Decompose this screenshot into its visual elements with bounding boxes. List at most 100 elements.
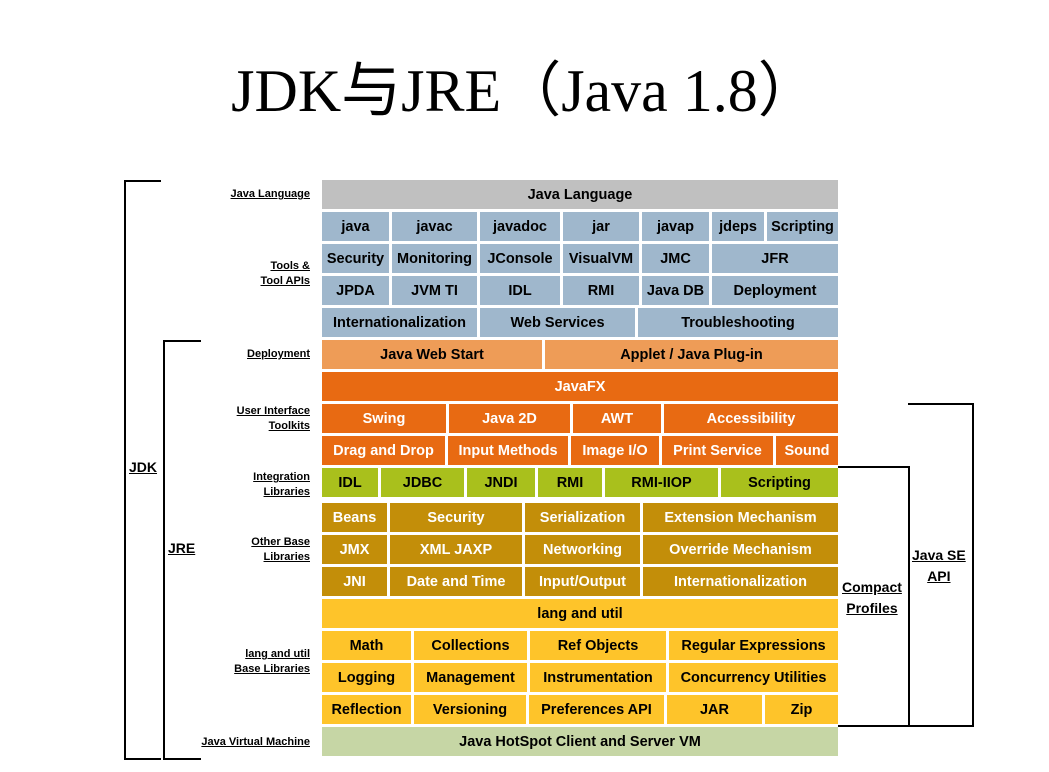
javase-bracket-bottom — [910, 725, 974, 727]
jre-bracket-bottom — [163, 758, 201, 760]
component-cell: Java HotSpot Client and Server VM — [322, 727, 838, 756]
label-deployment: Deployment — [247, 348, 310, 360]
component-cell: Applet / Java Plug-in — [545, 340, 838, 369]
label-integration-line1: Integration — [253, 471, 310, 483]
page-title: JDK与JRE（Java 1.8） — [231, 58, 818, 124]
label-integration-line2: Libraries — [263, 486, 310, 498]
label-integration: Integration Libraries — [253, 470, 310, 500]
component-cell: AWT — [573, 404, 661, 433]
component-cell: javap — [642, 212, 709, 241]
java-se-api-label: Java SE API — [912, 545, 966, 587]
label-ui-line1: User Interface — [236, 405, 310, 417]
component-cell: Preferences API — [529, 695, 664, 724]
javase-label-line2: API — [927, 568, 951, 584]
label-lang-line1: lang and util — [245, 648, 310, 660]
jdk-bracket-top — [124, 180, 161, 182]
component-cell: java — [322, 212, 389, 241]
component-cell: JVM TI — [392, 276, 477, 305]
compact-bracket-bottom — [838, 725, 910, 727]
component-cell: JavaFX — [322, 372, 838, 401]
component-cell: JConsole — [480, 244, 560, 273]
component-cell: Reflection — [322, 695, 411, 724]
component-cell: Ref Objects — [530, 631, 666, 660]
component-cell: Security — [322, 244, 389, 273]
component-cell: JAR — [667, 695, 762, 724]
compact-bracket-top — [838, 466, 910, 468]
compact-label-line1: Compact — [842, 579, 902, 595]
component-cell: Web Services — [480, 308, 635, 337]
component-cell: Image I/O — [571, 436, 659, 465]
label-user-interface: User Interface Toolkits — [237, 404, 310, 434]
component-cell: javadoc — [480, 212, 560, 241]
component-cell: Monitoring — [392, 244, 477, 273]
jdk-label: JDK — [129, 459, 158, 475]
component-cell: Swing — [322, 404, 446, 433]
component-cell: IDL — [480, 276, 560, 305]
component-cell: JPDA — [322, 276, 389, 305]
component-cell: RMI — [538, 468, 602, 497]
component-cell: Concurrency Utilities — [669, 663, 838, 692]
component-cell: Troubleshooting — [638, 308, 838, 337]
component-cell: Beans — [322, 503, 387, 532]
component-cell: Regular Expressions — [669, 631, 838, 660]
component-cell: jdeps — [712, 212, 764, 241]
component-cell: javac — [392, 212, 477, 241]
jdk-bracket-bottom — [124, 758, 161, 760]
compact-label-line2: Profiles — [846, 600, 898, 616]
component-cell: JDBC — [381, 468, 464, 497]
component-cell: Java DB — [642, 276, 709, 305]
component-cell: Java Language — [322, 180, 838, 209]
component-cell: lang and util — [322, 599, 838, 628]
component-cell: Override Mechanism — [643, 535, 838, 564]
component-cell: Deployment — [712, 276, 838, 305]
component-cell: Scripting — [767, 212, 838, 241]
component-cell: RMI-IIOP — [605, 468, 718, 497]
component-cell: Serialization — [525, 503, 640, 532]
label-other-line2: Libraries — [263, 551, 310, 563]
javase-label-line1: Java SE — [912, 547, 966, 563]
jre-bracket-top — [163, 340, 201, 342]
component-cell: JMC — [642, 244, 709, 273]
label-lang-util: lang and util Base Libraries — [234, 647, 310, 677]
label-tools: Tools & Tool APIs — [261, 259, 311, 289]
label-java-language: Java Language — [230, 188, 310, 200]
component-cell: Zip — [765, 695, 838, 724]
compact-profiles-label: Compact Profiles — [842, 577, 902, 619]
label-other-base: Other Base Libraries — [251, 535, 310, 565]
javase-bracket-vertical — [972, 403, 974, 727]
component-cell: JNI — [322, 567, 387, 596]
component-cell: Input Methods — [448, 436, 568, 465]
component-cell: jar — [563, 212, 639, 241]
component-cell: Input/Output — [525, 567, 640, 596]
javase-bracket-top — [908, 403, 974, 405]
component-cell: Collections — [414, 631, 527, 660]
compact-bracket-vertical — [908, 466, 910, 727]
component-cell: JFR — [712, 244, 838, 273]
component-cell: VisualVM — [563, 244, 639, 273]
component-cell: Management — [414, 663, 527, 692]
component-cell: Java 2D — [449, 404, 570, 433]
component-cell: JNDI — [467, 468, 535, 497]
component-cell: JMX — [322, 535, 387, 564]
label-lang-line2: Base Libraries — [234, 663, 310, 675]
component-cell: Scripting — [721, 468, 838, 497]
component-cell: Extension Mechanism — [643, 503, 838, 532]
component-cell: IDL — [322, 468, 378, 497]
component-cell: Sound — [776, 436, 838, 465]
jre-label: JRE — [168, 540, 196, 556]
component-cell: Logging — [322, 663, 411, 692]
label-other-line1: Other Base — [251, 536, 310, 548]
label-tools-line1: Tools & — [270, 260, 310, 272]
component-cell: Math — [322, 631, 411, 660]
component-cell: Instrumentation — [530, 663, 666, 692]
component-cell: RMI — [563, 276, 639, 305]
jdk-bracket-vertical — [124, 180, 126, 760]
component-cell: Internationalization — [643, 567, 838, 596]
label-tools-line2: Tool APIs — [260, 275, 311, 287]
component-cell: Internationalization — [322, 308, 477, 337]
component-cell: Date and Time — [390, 567, 522, 596]
component-cell: Networking — [525, 535, 640, 564]
component-cell: Drag and Drop — [322, 436, 445, 465]
jre-bracket-vertical — [163, 340, 165, 760]
component-cell: Accessibility — [664, 404, 838, 433]
